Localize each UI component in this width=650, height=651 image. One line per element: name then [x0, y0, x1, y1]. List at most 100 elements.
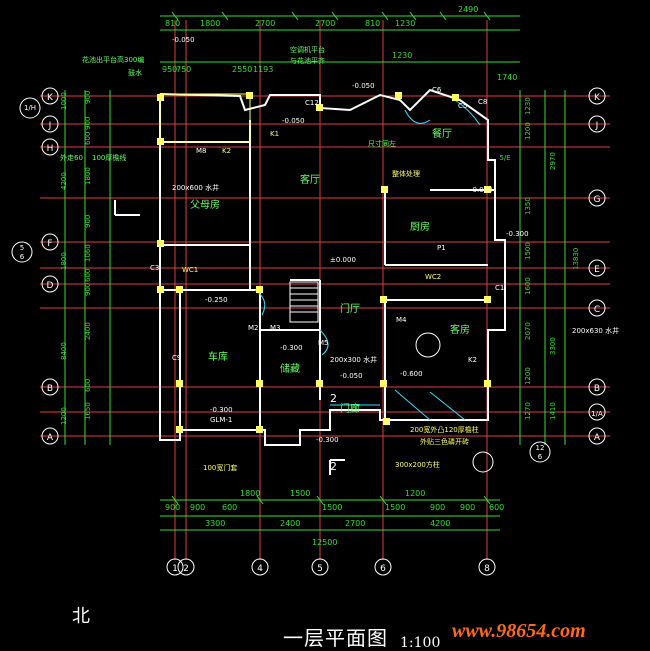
left-dim: 1060	[84, 244, 92, 262]
column-outline	[159, 93, 251, 143]
code: M8	[196, 147, 207, 155]
top-dim: 1230	[392, 51, 412, 60]
axis-label: 4	[257, 564, 263, 574]
axis-label: 1/A	[591, 410, 603, 418]
top-dim: 810	[365, 19, 380, 28]
room-label-porch: 门廊	[340, 402, 360, 415]
bottom-dim: 900	[190, 503, 205, 512]
axis-label: E	[594, 265, 600, 275]
code: WC2	[425, 273, 441, 281]
elevation: -0.600	[400, 370, 423, 378]
annotations: 花池出平台高300编 鼓水 空调机平台 与花池平齐 尺寸同左 外走60 100厚…	[60, 45, 619, 472]
annotation: 花池出平台高300编	[82, 55, 144, 64]
axis-label: B	[47, 384, 53, 394]
walls	[159, 88, 506, 446]
code: C5	[458, 102, 467, 110]
openings	[254, 99, 481, 421]
left-dim: 900	[84, 215, 92, 228]
elevation: -0.050	[282, 117, 305, 125]
bottom-dim: 1500	[385, 503, 405, 512]
top-dim: 1800	[200, 19, 220, 28]
dimension-lines	[64, 11, 566, 531]
drawing-title: 一层平面图	[283, 626, 388, 650]
left-dim: 900	[84, 117, 92, 130]
section-markers	[114, 200, 345, 475]
stair	[289, 281, 319, 323]
code: C8	[478, 98, 487, 106]
axis-label: 5/E	[499, 154, 510, 162]
room-label-storage: 储藏	[280, 362, 300, 375]
bottom-dim: 900	[165, 503, 180, 512]
annotation: 100厚檐线	[92, 153, 126, 162]
right-dim: 1200	[524, 122, 532, 140]
axis-grid	[40, 20, 610, 560]
dimension-text-side: 1000 900 900 600 4200 1800 900 1800 1060…	[60, 91, 580, 425]
top-dim: 1230	[395, 19, 415, 28]
annotation: 整体处理	[392, 169, 420, 178]
left-dim: 8400	[60, 342, 68, 360]
axis-label: K	[47, 93, 54, 103]
annotation: 鼓水	[128, 68, 142, 77]
axis-label: H	[47, 144, 54, 154]
room-labels: 客厅 父母房 车库 储藏 门厅 客房 厨房 餐厅 门廊	[190, 127, 470, 415]
top-dim: 750	[176, 65, 191, 74]
bottom-dim: 1800	[240, 489, 260, 498]
code: M5	[318, 339, 329, 347]
elevation: -0.300	[280, 344, 303, 352]
code: K2	[468, 356, 477, 364]
axis-label: 6	[20, 253, 25, 261]
axis-label: 6	[380, 564, 386, 574]
left-dim: 900	[84, 283, 92, 296]
code: C9	[172, 354, 181, 362]
dimension-text-bottom: 900 900 600 1800 1500 1500 1500 1200 900…	[165, 489, 504, 547]
bottom-dim: 1500	[290, 489, 310, 498]
annotation: 100宽门套	[203, 463, 237, 472]
annotation: 200宽外凸120厚檐柱	[410, 425, 479, 434]
left-dim: 600	[84, 132, 92, 145]
axis-label: K	[594, 93, 601, 103]
right-dim: 2970	[549, 152, 557, 170]
left-dim: 600	[84, 269, 92, 282]
axis-label: 1	[172, 564, 178, 574]
axis-label: F	[47, 239, 52, 249]
axis-labels: 1 2 4 5 6 8 K J H G F D C B A K J G E C …	[20, 93, 603, 574]
left-dim: 2400	[84, 322, 92, 340]
bottom-dim: 1500	[322, 503, 342, 512]
axis-label: A	[594, 433, 601, 443]
top-dim: 950	[162, 65, 177, 74]
code: P1	[437, 244, 446, 252]
right-dim: 3300	[549, 337, 557, 355]
top-dim: 810	[165, 19, 180, 28]
codes: M8 K2 K1 C12 C6 C8 C5 M2 M3 M4 M5 C1 C3 …	[150, 86, 504, 473]
dimension-text-top: 810 1800 2700 2700 810 1230 2490 950 750…	[162, 5, 517, 82]
room-label-garage: 车库	[208, 350, 228, 363]
axis-label: 8	[484, 564, 490, 574]
code: K1	[270, 130, 279, 138]
annotation: 300x200方柱	[395, 460, 440, 469]
axis-label: 12	[536, 444, 545, 452]
left-dim: 1200	[60, 407, 68, 425]
axis-label: G	[594, 195, 601, 205]
annotation: 与花池平齐	[290, 56, 325, 65]
left-dim: 4200	[60, 172, 68, 190]
code: 2	[330, 460, 337, 473]
right-dim: 1600	[524, 277, 532, 295]
right-dim: 1500	[524, 242, 532, 260]
elevation: -0.050	[340, 372, 363, 380]
elevation: -0.250	[205, 296, 228, 304]
axis-label: 5	[317, 564, 323, 574]
right-dim: 2070	[524, 322, 532, 340]
annotation: 外贴三色磷开砖	[420, 437, 469, 446]
axis-label: J	[48, 121, 52, 131]
elevation: -0.050	[470, 186, 493, 194]
elevation: -0.300	[506, 230, 529, 238]
axis-label: D	[47, 281, 54, 291]
left-dim: 1800	[84, 167, 92, 185]
axis-label: A	[47, 433, 54, 443]
drawing-scale: 1:100	[400, 635, 441, 651]
axis-label: J	[595, 121, 599, 131]
left-dim: 1000	[60, 92, 68, 110]
code: M2	[248, 324, 259, 332]
right-dim: 1200	[524, 367, 532, 385]
